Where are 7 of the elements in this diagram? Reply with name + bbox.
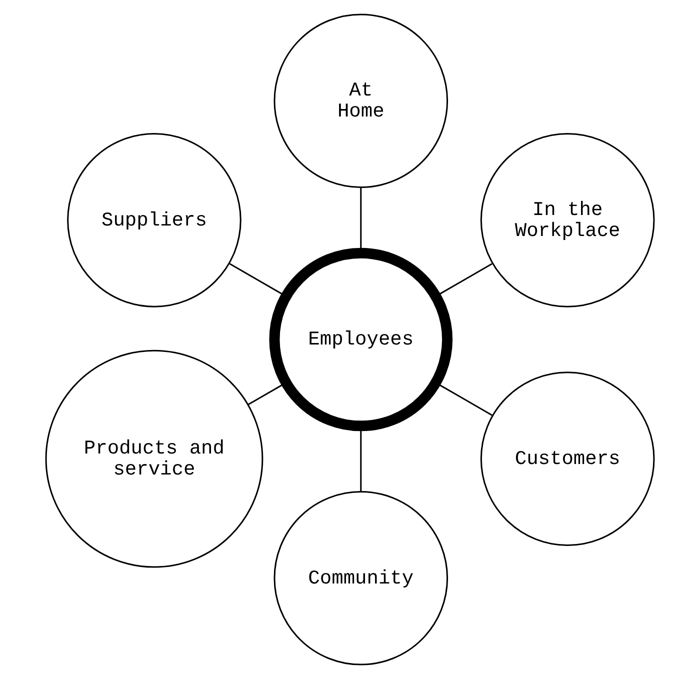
- node-circle: Customers: [480, 372, 654, 546]
- node-circle: Suppliers: [66, 133, 241, 308]
- node-circle: In the Workplace: [480, 133, 654, 308]
- node-circle: Community: [273, 490, 448, 666]
- node-circle: Products and service: [44, 350, 263, 568]
- node-circle: Employees: [268, 248, 452, 432]
- node-circle: At Home: [273, 14, 448, 188]
